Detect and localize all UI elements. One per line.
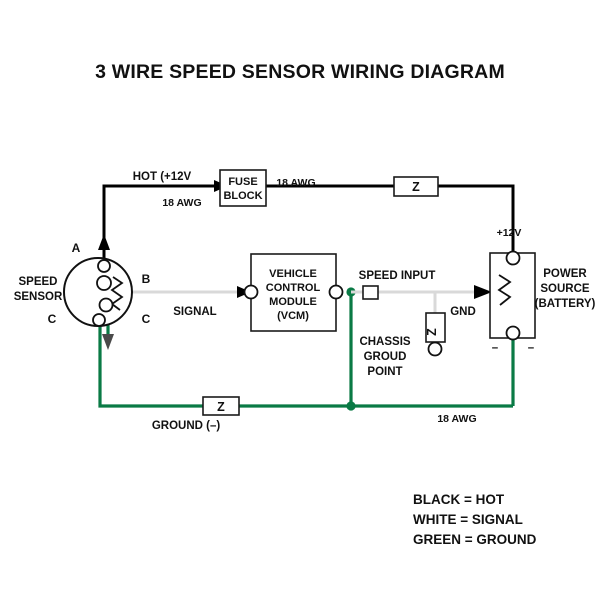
fuse-block-label-line2: BLOCK bbox=[223, 190, 262, 202]
sensor-terminal-label-b: B bbox=[142, 272, 151, 286]
ground-wire-sensor-to-z bbox=[98, 320, 203, 408]
ground-awg-label: 18 AWG bbox=[437, 413, 476, 425]
connector-z-vertical-label: Z bbox=[425, 328, 439, 336]
power-source-label-line3: (BATTERY) bbox=[535, 298, 596, 310]
vcm-box[interactable] bbox=[250, 253, 337, 332]
sensor-terminal-a[interactable] bbox=[97, 259, 111, 273]
hot-wire-z-to-battery bbox=[438, 184, 515, 253]
connector-z-vertical-box[interactable] bbox=[425, 312, 446, 343]
fuse-block-label-line1: FUSE bbox=[228, 176, 257, 188]
speed-input-connector[interactable] bbox=[362, 285, 379, 300]
chassis-ground-label-line3: POINT bbox=[367, 366, 402, 378]
gnd-wire-arrow-battery bbox=[474, 285, 492, 299]
legend-item-green: GREEN = GROUND bbox=[413, 532, 537, 547]
ground-wire-label: GROUND (–) bbox=[152, 420, 221, 432]
connector-z-top-label: Z bbox=[412, 180, 420, 194]
sensor-terminal-label-c-right: C bbox=[142, 312, 151, 326]
legend-item-white: WHITE = SIGNAL bbox=[413, 512, 523, 527]
junction-dot-ground-rail bbox=[346, 401, 356, 411]
hot-arrow-head bbox=[98, 234, 110, 250]
chassis-ground-label-line2: GROUD bbox=[364, 351, 407, 363]
battery-terminal-positive[interactable] bbox=[505, 250, 521, 266]
gnd-wire-label: GND bbox=[450, 306, 476, 318]
fuse-block-box[interactable] bbox=[219, 169, 267, 207]
speed-input-label: SPEED INPUT bbox=[359, 270, 436, 282]
vcm-label-line1: VEHICLE bbox=[269, 268, 317, 280]
power-source-box[interactable] bbox=[489, 252, 536, 339]
hot-wire-awg-label: 18 AWG bbox=[162, 197, 201, 209]
vcm-terminal-input[interactable] bbox=[243, 284, 259, 300]
gnd-drop-terminal[interactable] bbox=[427, 341, 443, 357]
sensor-terminal-c-outer[interactable] bbox=[92, 313, 106, 327]
signal-wire-label: SIGNAL bbox=[173, 306, 216, 318]
connector-z-bottom-box[interactable] bbox=[202, 396, 240, 416]
ground-arrow-head bbox=[102, 334, 114, 350]
vcm-label-line4: (VCM) bbox=[277, 310, 309, 322]
battery-terminal-negative[interactable] bbox=[505, 325, 521, 341]
battery-minus-left: – bbox=[492, 342, 499, 354]
sensor-terminal-c-inner[interactable] bbox=[98, 297, 114, 313]
sensor-label-line1: SPEED bbox=[19, 276, 58, 288]
battery-plus-label: +12V bbox=[497, 227, 522, 239]
legend-item-black: BLACK = HOT bbox=[413, 492, 505, 507]
page-title: 3 WIRE SPEED SENSOR WIRING DIAGRAM bbox=[95, 61, 505, 83]
power-source-label-line2: SOURCE bbox=[540, 283, 590, 295]
vcm-label-line3: MODULE bbox=[269, 296, 317, 308]
connector-z-top-box[interactable] bbox=[393, 176, 439, 197]
battery-coil-icon bbox=[497, 274, 512, 306]
sensor-label-line2: SENSOR bbox=[14, 291, 63, 303]
sensor-terminal-label-c-left: C bbox=[48, 312, 57, 326]
connector-z-bottom-label: Z bbox=[217, 400, 225, 414]
fuse-out-awg-label: 18 AWG bbox=[276, 177, 315, 189]
power-source-label-line1: POWER bbox=[543, 268, 587, 280]
vcm-label-line2: CONTROL bbox=[266, 282, 321, 294]
hot-wire-label: HOT (+12V bbox=[133, 171, 192, 183]
battery-minus-right: – bbox=[528, 342, 535, 354]
sensor-terminal-label-a: A bbox=[72, 241, 81, 255]
chassis-ground-label-line1: CHASSIS bbox=[359, 336, 410, 348]
vcm-terminal-output[interactable] bbox=[328, 284, 344, 300]
sensor-terminal-b[interactable] bbox=[96, 275, 112, 291]
